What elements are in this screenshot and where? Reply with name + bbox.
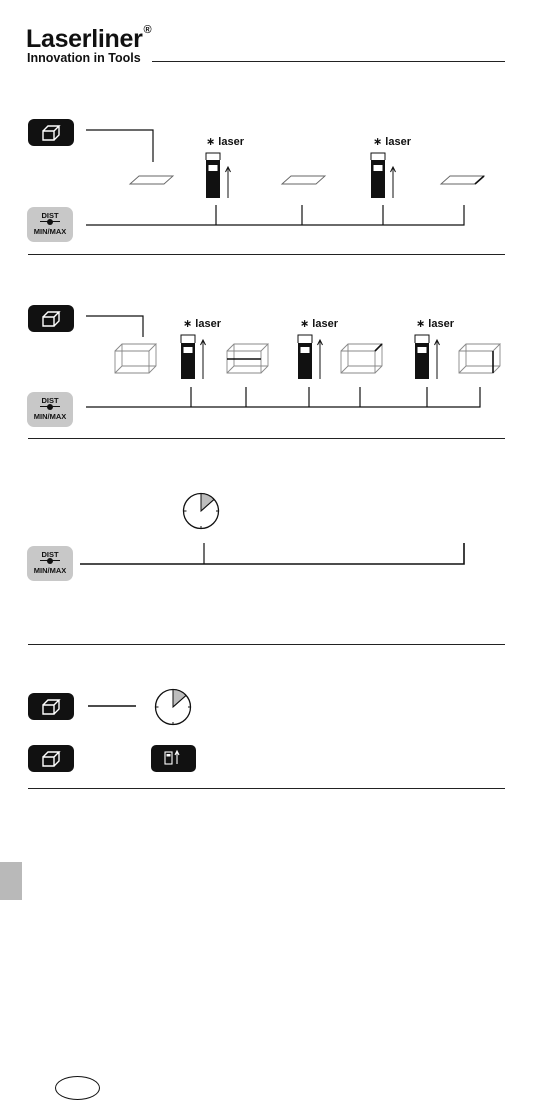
volume-box-icon (340, 343, 384, 374)
surface-icon (280, 175, 327, 185)
minmax-label: MIN/MAX (33, 566, 67, 575)
volume-box-icon (114, 343, 158, 374)
volume-box-icon (458, 343, 502, 374)
minmax-label: MIN/MAX (33, 412, 67, 421)
laser-device-icon (370, 152, 396, 198)
language-badge-oval (55, 1076, 100, 1100)
laser-measure-button-icon (151, 745, 196, 772)
laser-label-4: ∗ laser (300, 318, 338, 330)
area-volume-icon (42, 698, 61, 715)
dist-label: DIST (41, 211, 59, 220)
laser-device-icon (180, 334, 206, 379)
dist-minmax-button-1[interactable]: DIST MIN/MAX (27, 207, 73, 242)
dist-dot-icon (40, 218, 60, 225)
timeline-line (86, 205, 465, 226)
laser-device-icon (414, 334, 440, 379)
section-divider-3 (28, 644, 505, 645)
section-divider-2 (28, 438, 505, 439)
brand-logo: Laserliner® (26, 24, 152, 53)
volume-box-icon (226, 343, 270, 374)
area-volume-icon (42, 310, 61, 327)
laser-label-5: ∗ laser (416, 318, 454, 330)
section-divider-4 (28, 788, 505, 789)
chapter-side-tab (0, 862, 22, 900)
laser-device-icon (297, 334, 323, 379)
timer-icon (154, 688, 192, 726)
header-rule (152, 61, 505, 62)
dist-dot-icon (40, 403, 60, 410)
area-volume-icon (42, 750, 61, 767)
brand-tagline: Innovation in Tools (27, 51, 141, 65)
laser-label-2: ∗ laser (373, 136, 411, 148)
area-volume-button-2[interactable] (28, 305, 74, 332)
laser-device-icon (205, 152, 231, 198)
area-volume-icon (42, 124, 61, 141)
timer-icon (182, 492, 220, 530)
box-edge-highlight (374, 343, 383, 352)
timeline-line (86, 387, 481, 408)
area-volume-button-4[interactable] (28, 745, 74, 772)
minmax-label: MIN/MAX (33, 227, 67, 236)
connector-line (86, 129, 154, 162)
dist-dot-icon (40, 557, 60, 564)
dist-minmax-button-2[interactable]: DIST MIN/MAX (27, 392, 73, 427)
area-volume-button-3[interactable] (28, 693, 74, 720)
surface-icon (128, 175, 175, 185)
dist-minmax-button-3[interactable]: DIST MIN/MAX (27, 546, 73, 581)
area-volume-button-1[interactable] (28, 119, 74, 146)
dist-label: DIST (41, 550, 59, 559)
dist-label: DIST (41, 396, 59, 405)
timeline-line (80, 543, 465, 565)
laser-label-3: ∗ laser (183, 318, 221, 330)
surface-edge-highlight (474, 175, 485, 185)
connector-line (86, 315, 144, 337)
section-divider-1 (28, 254, 505, 255)
laser-label-1: ∗ laser (206, 136, 244, 148)
